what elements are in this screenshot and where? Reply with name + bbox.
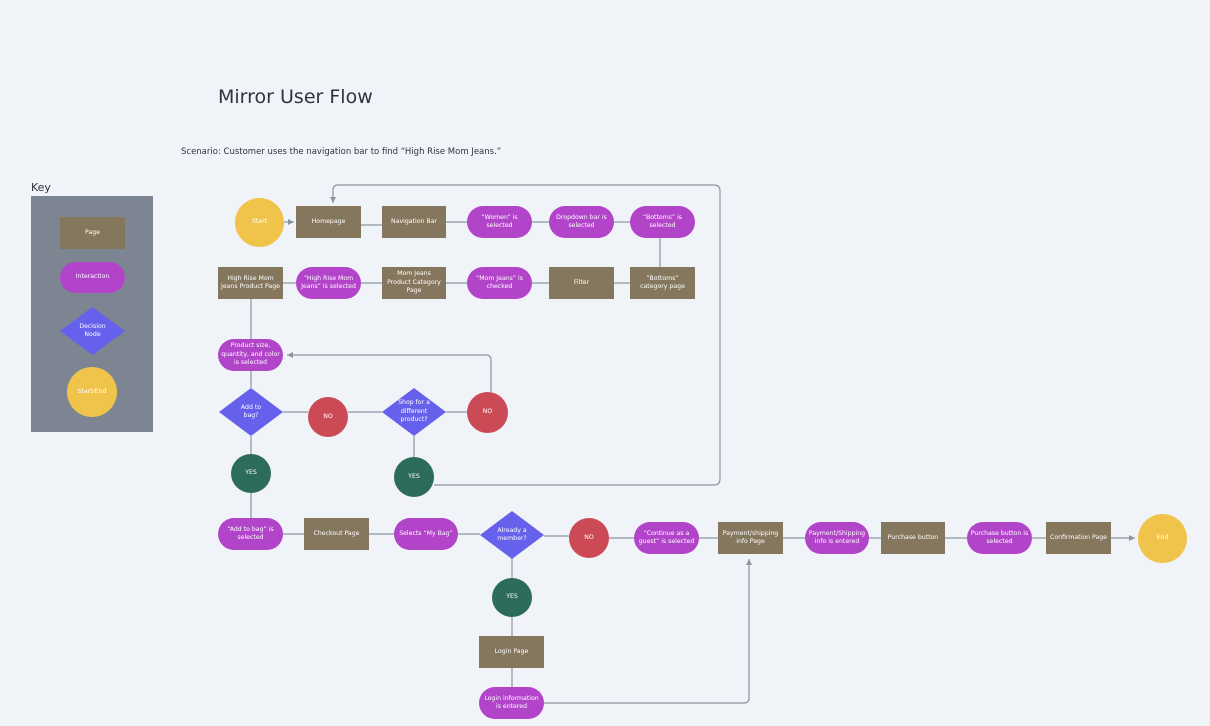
bottoms-category-node: “Bottoms” category page <box>630 267 695 299</box>
women-selected-node: “Women” is selected <box>467 206 532 238</box>
edge-yes2-homepage-loop <box>330 184 721 486</box>
no-node-3: NO <box>569 518 609 558</box>
dropdown-selected-node: Dropdown bar is selected <box>549 206 614 238</box>
edge-loginentered-payment-loop <box>544 559 752 704</box>
key-label: Key <box>31 181 51 194</box>
purchase-button-node: Purchase button <box>881 522 945 554</box>
add-to-bag-selected-node: “Add to bag” is selected <box>218 518 283 550</box>
edge-no2-size-loop <box>287 352 492 392</box>
yes-node-2: YES <box>394 457 434 497</box>
purchase-selected-node: Purchase button is selected <box>967 522 1032 554</box>
homepage-node: Homepage <box>296 206 361 238</box>
payment-entered-node: Payment/Shipping info is entered <box>805 522 869 554</box>
mom-jeans-category-node: Mom Jeans Product Category Page <box>382 267 446 299</box>
end-node: End <box>1138 514 1187 563</box>
key-page: Page <box>60 217 125 249</box>
navbar-node: Navigation Bar <box>382 206 446 238</box>
payment-page-node: Payment/shipping info Page <box>718 522 783 554</box>
continue-guest-node: “Continue as a guest” is selected <box>634 522 699 554</box>
high-rise-product-page-node: High Rise Mom Jeans Product Page <box>218 267 283 299</box>
filter-node: Filter <box>549 267 614 299</box>
key-interaction: Interaction <box>60 262 125 293</box>
bottoms-selected-node: “Bottoms” is selected <box>630 206 695 238</box>
scenario-text: Scenario: Customer uses the navigation b… <box>181 147 502 157</box>
start-node: Start <box>235 198 284 247</box>
page-title: Mirror User Flow <box>218 86 373 108</box>
confirmation-page-node: Confirmation Page <box>1046 522 1111 554</box>
no-node-2: NO <box>467 392 508 433</box>
login-entered-node: Login information is entered <box>479 687 544 719</box>
yes-node-3: YES <box>492 578 532 617</box>
checkout-page-node: Checkout Page <box>304 518 369 550</box>
login-page-node: Login Page <box>479 636 544 668</box>
selects-my-bag-node: Selects “My Bag” <box>394 518 458 550</box>
size-selected-node: Product size, quantity, and color is sel… <box>218 339 283 371</box>
high-rise-selected-node: “High Rise Mom Jeans” is selected <box>296 267 361 299</box>
key-startend: Start/End <box>67 367 117 417</box>
no-node-1: NO <box>308 397 348 437</box>
yes-node-1: YES <box>231 454 271 493</box>
mom-jeans-checked-node: “Mom Jeans” is checked <box>467 267 532 299</box>
